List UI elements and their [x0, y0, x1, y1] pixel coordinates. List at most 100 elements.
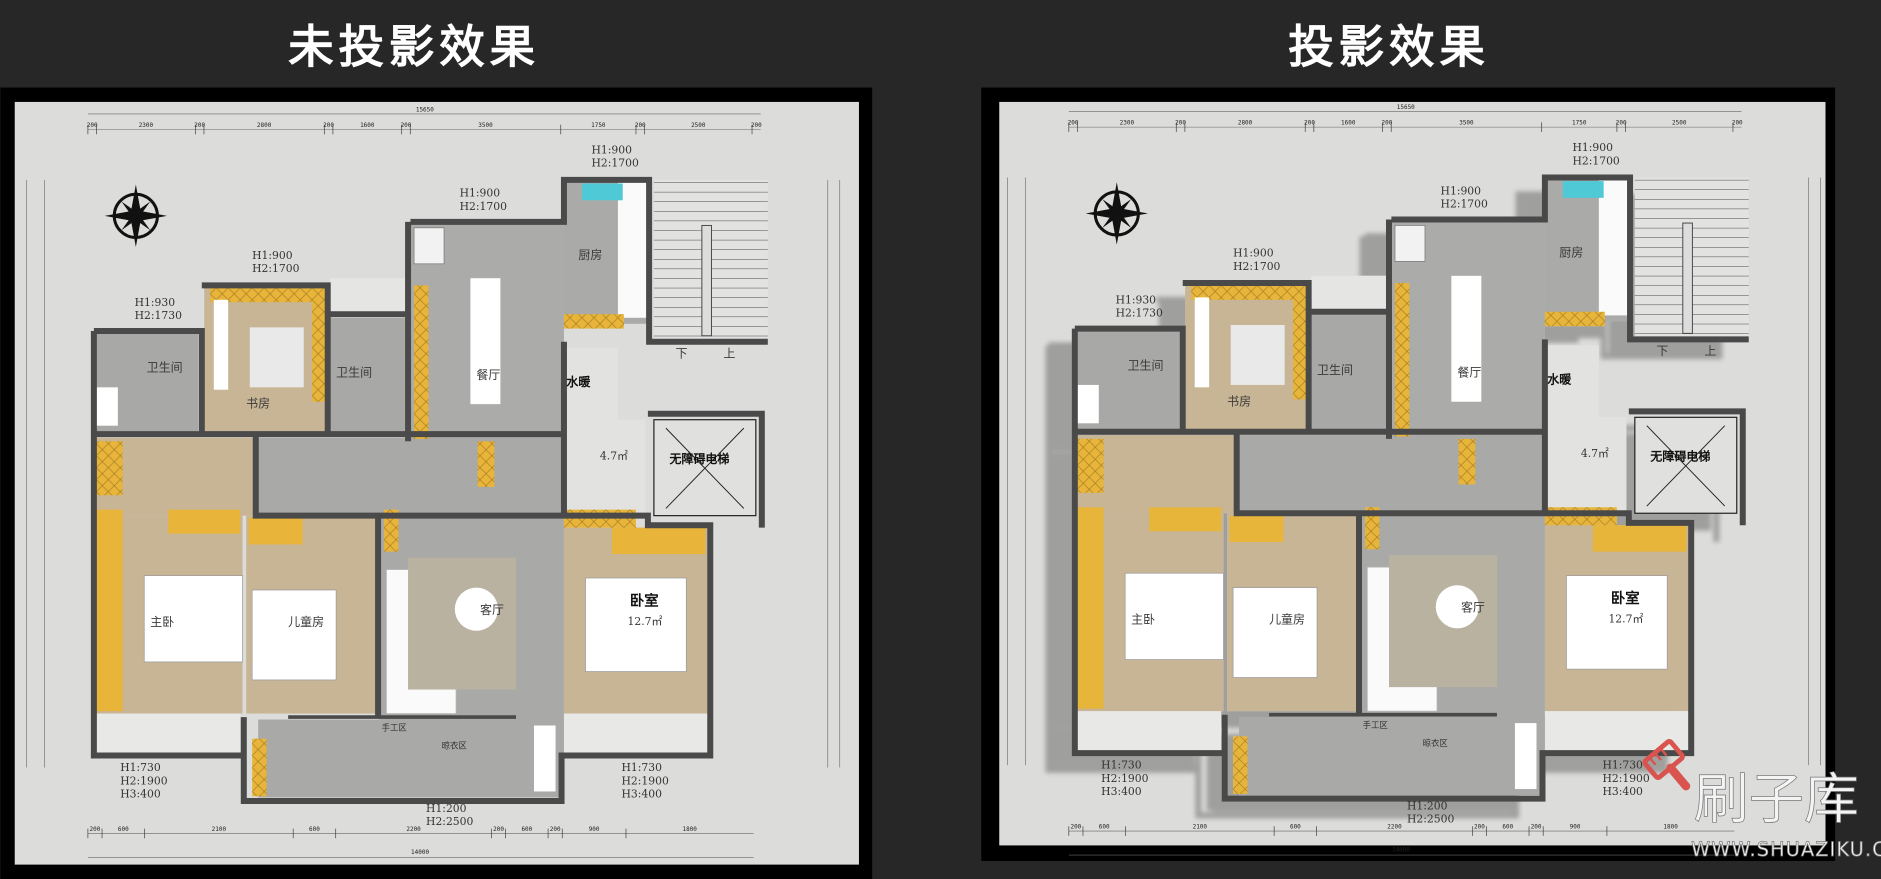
bed — [1124, 572, 1224, 660]
wardrobe — [477, 441, 495, 487]
room-label-bedroom: 卧室 — [1611, 589, 1640, 607]
room-label-plumbing: 水暖 — [566, 374, 591, 389]
wardrobe — [1149, 507, 1222, 532]
wardrobe — [248, 518, 303, 545]
room-label-elevator: 无障碍电梯 — [668, 451, 729, 466]
bedroom-area-label: 12.7㎡ — [1608, 612, 1643, 625]
wardrobe — [1458, 438, 1476, 485]
dim-label: 200 — [1068, 120, 1079, 127]
bed — [1566, 575, 1668, 670]
dim-bottom-total: 14000 — [411, 849, 429, 856]
dim-label: 200 — [87, 122, 98, 129]
room-label-bath2: 卫生间 — [336, 366, 372, 380]
dim-label: 200 — [635, 122, 646, 129]
dim-label: 3500 — [478, 122, 493, 129]
dining-table — [1451, 275, 1482, 402]
wardrobe — [210, 287, 327, 303]
dim-label: 200 — [1304, 120, 1315, 127]
right-panel-title: 投影效果 — [1288, 20, 1489, 73]
watermark-url: WWW.SHUAZIKU.COM — [1691, 838, 1881, 861]
shaft — [1311, 275, 1389, 312]
lobby-area-label: 4.7㎡ — [1581, 447, 1609, 460]
dim-label: 200 — [1382, 120, 1393, 127]
north-compass-icon — [104, 184, 168, 248]
floor-master-entry — [96, 437, 259, 516]
coffee-table — [454, 587, 499, 631]
dim-label: 3500 — [1459, 120, 1474, 127]
room-label-bedroom: 卧室 — [630, 592, 659, 610]
dim-label: 600 — [309, 826, 320, 833]
floor-laundry — [1239, 717, 1545, 796]
bedroom-area-label: 12.7㎡ — [628, 615, 663, 628]
wardrobe — [1229, 515, 1284, 543]
plumbing-shaft — [1544, 345, 1599, 424]
lobby — [563, 419, 646, 516]
dim-label: 900 — [589, 826, 600, 833]
dim-label: 1750 — [1572, 120, 1587, 127]
dim-label: 200 — [1732, 120, 1743, 127]
north-compass-icon — [1085, 182, 1148, 245]
dim-top-total: 15650 — [416, 107, 434, 114]
stair-up-label: 上 — [1704, 344, 1716, 358]
wardrobe — [414, 285, 429, 439]
dining-table — [470, 278, 501, 405]
wardrobe — [1077, 438, 1104, 493]
dim-label: 2100 — [212, 826, 227, 833]
washer — [1514, 723, 1537, 790]
wardrobe — [1365, 507, 1380, 550]
watermark: 刷子库 WWW.SHUAZIKU.COM — [1642, 739, 1881, 862]
elevator-cross-icon — [665, 427, 745, 509]
wardrobe — [1293, 285, 1308, 400]
dim-label: 1600 — [1341, 120, 1356, 127]
kitchen-counter — [617, 179, 648, 318]
bed — [251, 589, 337, 681]
room-label-dining: 餐厅 — [476, 367, 500, 382]
dim-label: 2300 — [139, 122, 154, 129]
desk — [213, 299, 229, 390]
dim-label: 200 — [194, 122, 205, 129]
stair-up-label: 上 — [723, 346, 735, 360]
room-label-living: 客厅 — [480, 602, 504, 617]
shaft — [330, 278, 409, 315]
dim-label: 200 — [1616, 120, 1627, 127]
room-label-bath1: 卫生间 — [147, 361, 183, 375]
dim-label: 2800 — [257, 122, 272, 129]
dim-label: 200 — [401, 122, 412, 129]
elevator-cross-icon — [1646, 425, 1726, 507]
lobby — [1544, 417, 1627, 514]
building — [90, 176, 768, 805]
balcony-right — [563, 713, 708, 754]
sink-icon — [1562, 181, 1604, 198]
balcony-left — [1077, 711, 1222, 751]
floor-hall — [258, 437, 564, 516]
wardrobe — [611, 527, 706, 555]
wardrobe — [1592, 525, 1687, 552]
floor-hall — [1239, 435, 1545, 514]
dim-label: 200 — [550, 826, 561, 833]
dim-label: 600 — [1290, 824, 1301, 831]
wardrobe — [1233, 736, 1248, 794]
dim-label: 600 — [521, 826, 532, 833]
floor-master-entry — [1077, 435, 1240, 514]
bed — [1232, 587, 1318, 678]
room-label-master: 主卧 — [1131, 613, 1155, 627]
dim-top-total: 15650 — [1397, 104, 1415, 111]
dim-label: 2200 — [1387, 824, 1402, 831]
dim-label: 2800 — [1238, 120, 1253, 127]
dim-bottom-total: 14000 — [1392, 846, 1410, 853]
dim-label: 2200 — [406, 826, 421, 833]
washer — [533, 725, 556, 792]
wardrobe — [1191, 285, 1308, 300]
room-label-craft: 手工区 — [382, 722, 407, 732]
